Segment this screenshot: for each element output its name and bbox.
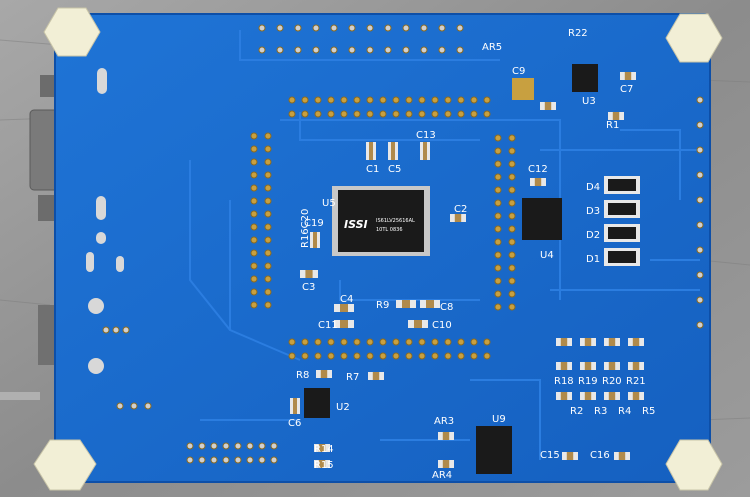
connector-body [38, 305, 56, 365]
silkscreen: R22 AR5 C9 U3 C7 R1 C13 C1 C5 C12 C2 U5 … [288, 28, 655, 481]
smd-passives [290, 72, 644, 468]
label-c10: C10 [432, 320, 452, 331]
standoff-top-right [665, 13, 723, 63]
label-r3: R3 [594, 406, 607, 417]
label-d2: D2 [586, 230, 600, 241]
ic-u4 [522, 198, 562, 240]
standoff-bottom-right [665, 439, 723, 491]
standoffs [33, 7, 723, 491]
label-r21: R21 [626, 376, 646, 387]
chip-line2: 10TL 0836 [376, 227, 403, 233]
label-c1: C1 [366, 164, 379, 175]
label-c5: C5 [388, 164, 401, 175]
label-r5: R5 [642, 406, 655, 417]
label-c9: C9 [512, 66, 525, 77]
label-ar5: AR5 [482, 42, 502, 53]
chip-brand: ISSI [344, 218, 368, 231]
label-c19: C19 [304, 218, 324, 229]
connector-post [38, 195, 56, 221]
label-c8: C8 [440, 302, 453, 313]
ic-u3 [572, 64, 598, 92]
label-r8: R8 [296, 370, 309, 381]
label-c15: C15 [540, 450, 560, 461]
db9-connector [29, 109, 59, 191]
ic-u9 [476, 426, 512, 474]
cable [0, 392, 40, 400]
label-c6: C6 [288, 418, 301, 429]
label-u9: U9 [492, 414, 506, 425]
label-c4: C4 [340, 294, 353, 305]
chip-line1: IS61LV25616AL [376, 218, 415, 224]
label-c3: C3 [302, 282, 315, 293]
connector-post [40, 75, 58, 97]
label-r16c20: R16C20 [300, 209, 311, 248]
label-ar4: AR4 [432, 470, 452, 481]
label-u2: U2 [336, 402, 350, 413]
label-c16: C16 [590, 450, 610, 461]
label-r9: R9 [376, 300, 389, 311]
label-r4: R4 [618, 406, 631, 417]
standoff-top-left [43, 7, 101, 57]
label-r1: R1 [606, 120, 619, 131]
label-r19: R19 [578, 376, 598, 387]
capacitor-c9 [512, 78, 534, 100]
label-r2: R2 [570, 406, 583, 417]
label-d4: D4 [586, 182, 600, 193]
small-ics [304, 64, 598, 474]
memory-chip: ISSI IS61LV25616AL 10TL 0836 [332, 186, 430, 256]
label-r18: R18 [554, 376, 574, 387]
label-c11: C11 [318, 320, 338, 331]
label-c12: C12 [528, 164, 548, 175]
label-d3: D3 [586, 206, 600, 217]
label-r7: R7 [346, 372, 359, 383]
diodes [604, 176, 640, 266]
standoff-bottom-left [33, 439, 97, 491]
left-pads [86, 68, 124, 374]
label-d1: D1 [586, 254, 600, 265]
label-u5: U5 [322, 198, 336, 209]
label-c7: C7 [620, 84, 633, 95]
label-r22: R22 [568, 28, 588, 39]
label-r14: R14 [314, 444, 334, 455]
dip-pads [102, 24, 704, 464]
ic-u2 [304, 388, 330, 418]
label-r20: R20 [602, 376, 622, 387]
label-c2: C2 [454, 204, 467, 215]
label-ar3: AR3 [434, 416, 454, 427]
label-r15: R15 [314, 460, 334, 471]
label-c13: C13 [416, 130, 436, 141]
label-u3: U3 [582, 96, 596, 107]
label-u4: U4 [540, 250, 554, 261]
